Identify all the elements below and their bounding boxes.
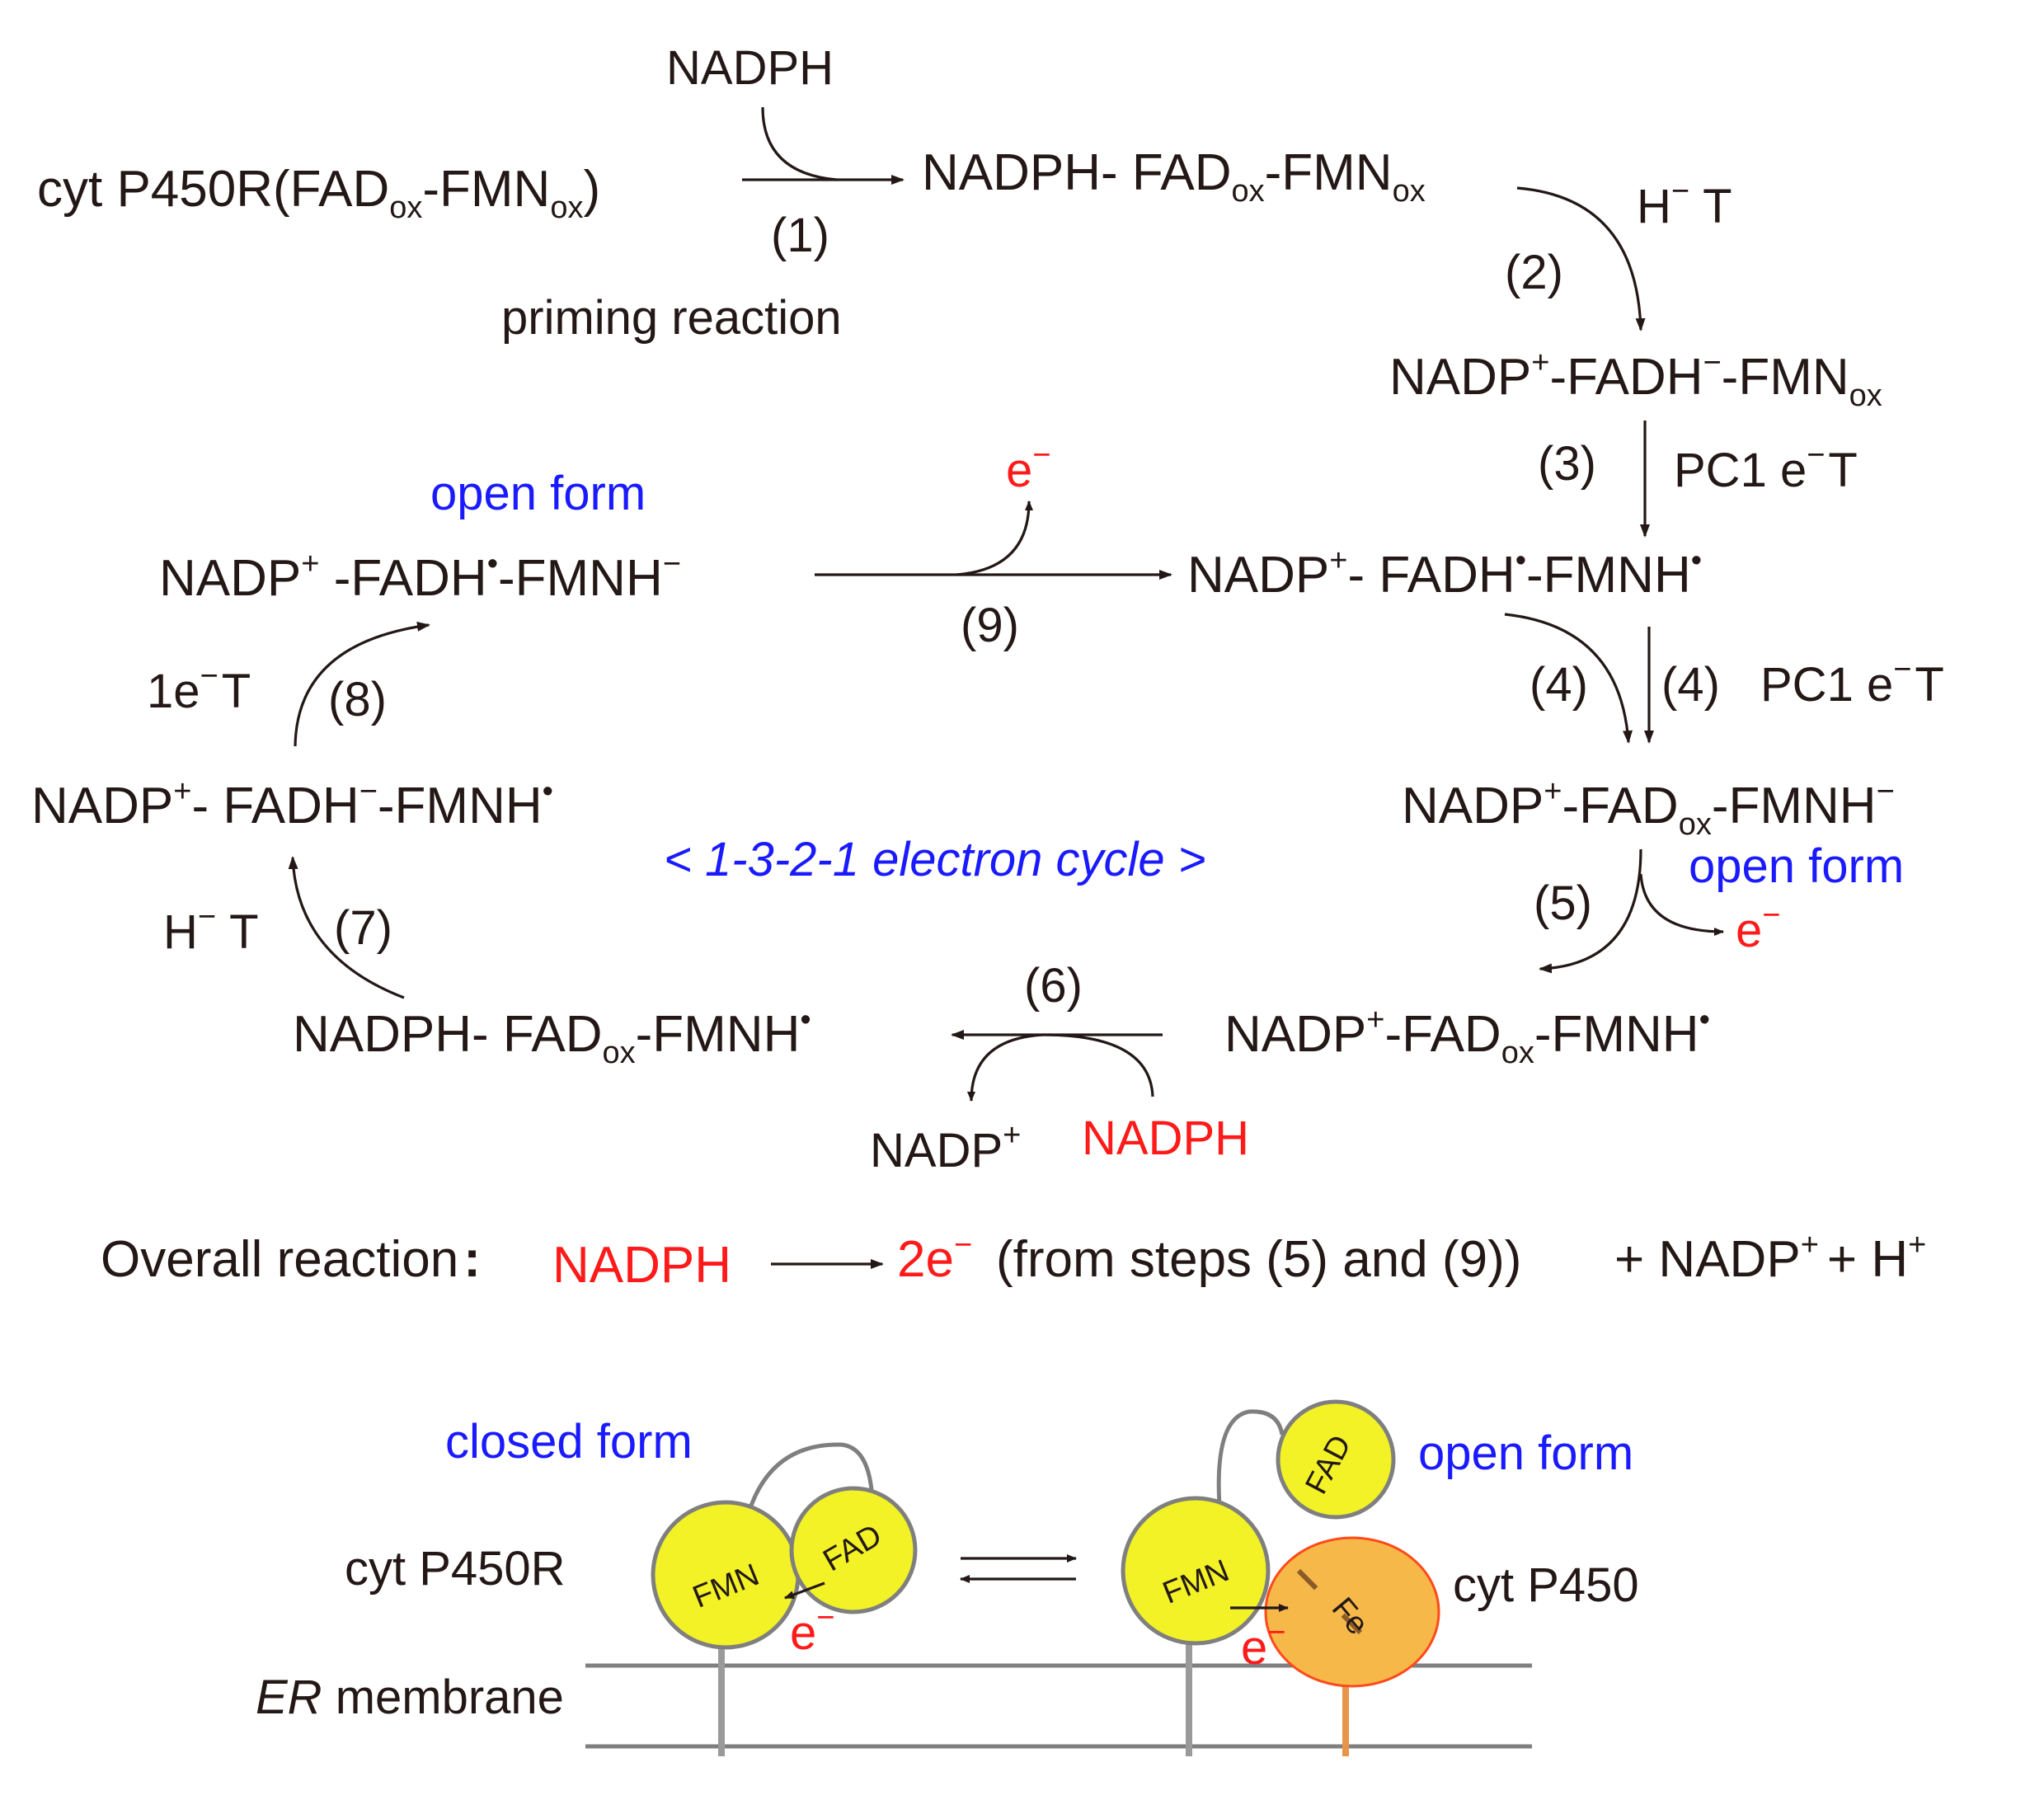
arrow-step6-nadph-exchange (967, 1033, 1154, 1102)
cyt-p450r-label: cyt P450R (345, 1542, 566, 1595)
hydride-transfer-2: H−T (1637, 174, 1732, 233)
pc-electron-transfer-3: PC1 e−T (1674, 438, 1858, 497)
species-nadp-fadh-semiquinone-fmnh-minus: NADP+ -FADH•-FMNH− (159, 547, 681, 607)
overall-nadph: NADPH (552, 1237, 731, 1294)
step-9-label: (9) (961, 599, 1019, 652)
cyt-p450-domain (1264, 1536, 1440, 1688)
overall-two-electrons: 2e− (897, 1228, 972, 1288)
start-species: cyt P450R(FADox-FMNox) (37, 161, 600, 225)
pc-electron-transfer-4: PC1 e−T (1760, 652, 1944, 712)
overall-from-steps: (from steps (5) and (9)) (996, 1231, 1521, 1288)
step-8-label: (8) (328, 673, 387, 726)
arrow-step5 (1539, 848, 1642, 974)
electron-released-step5: e− (1736, 898, 1780, 957)
species-nadph-fadox-fmnox: NADPH- FADox-FMNox (922, 144, 1426, 209)
electron-released-step9: e− (1006, 438, 1050, 497)
overall-reaction: Overall reaction: (101, 1231, 481, 1288)
open-form-label-step8: open form (430, 467, 646, 520)
hydride-transfer-7: H−T (163, 900, 259, 959)
nadph-substrate: NADPH (666, 41, 834, 95)
species-nadp-fadh-semiquinone-fmnh: NADP+- FADH•-FMNH• (1187, 543, 1702, 604)
species-nadp-fadh-fmnox: NADP+-FADH−-FMNox (1389, 345, 1882, 413)
closed-electron-label: e− (790, 1600, 834, 1660)
one-electron-transfer-8: 1e−T (147, 659, 251, 718)
heme-plane (1296, 1568, 1388, 1660)
step-6-label: (6) (1024, 959, 1083, 1013)
species-nadp-fadh-minus-fmnh-semiquinone: NADP+- FADH−-FMNH• (31, 774, 553, 834)
open-linker (1216, 1409, 1285, 1518)
priming-reaction-label: priming reaction (501, 291, 842, 345)
step-2-label: (2) (1505, 246, 1563, 299)
species-nadp-fadox-fmnh-semiquinone: NADP+-FADox-FMNH• (1224, 1003, 1710, 1070)
open-electron-label: e− (1241, 1615, 1285, 1675)
step-4b-label: (4) (1661, 658, 1720, 712)
open-fad-domain (1276, 1399, 1396, 1520)
step-7-label: (7) (334, 901, 392, 955)
er-membrane-label: ER membrane (256, 1671, 564, 1724)
step-5-label: (5) (1534, 876, 1592, 930)
species-nadph-fadox-fmnh-semiquinone: NADPH- FADox-FMNH• (293, 1003, 811, 1070)
arrow-step4-curved (1504, 613, 1633, 744)
nadp-released-step6: NADP+ (870, 1118, 1021, 1177)
arrow-step5-electron-release (1639, 873, 1724, 936)
open-form-label-step5: open form (1689, 839, 1904, 893)
closed-fad-domain (789, 1486, 918, 1614)
step-4a-label: (4) (1529, 658, 1588, 712)
cyt-p450-label: cyt P450 (1453, 1558, 1639, 1612)
closed-electron-arrow (784, 1581, 825, 1600)
arrow-step9-electron-release (956, 500, 1033, 576)
cycle-label: < 1-3-2-1 electron cycle > (664, 833, 1206, 886)
closed-form-label: closed form (445, 1415, 693, 1469)
arrow-step7 (288, 856, 405, 999)
arrow-step8 (294, 621, 430, 747)
step-1-label: (1) (771, 209, 829, 262)
closed-linker (744, 1442, 875, 1522)
species-nadp-fadox-fmnh-minus: NADP+-FADox-FMNH− (1402, 774, 1895, 842)
step-3-label: (3) (1538, 437, 1596, 491)
arrow-step2 (1516, 186, 1646, 331)
arrow-nadph-join (761, 106, 838, 181)
overall-products: + NADP++ H+ (1614, 1228, 1926, 1288)
nadph-bound-step6: NADPH (1082, 1111, 1249, 1165)
open-form-label-bottom: open form (1418, 1426, 1633, 1480)
